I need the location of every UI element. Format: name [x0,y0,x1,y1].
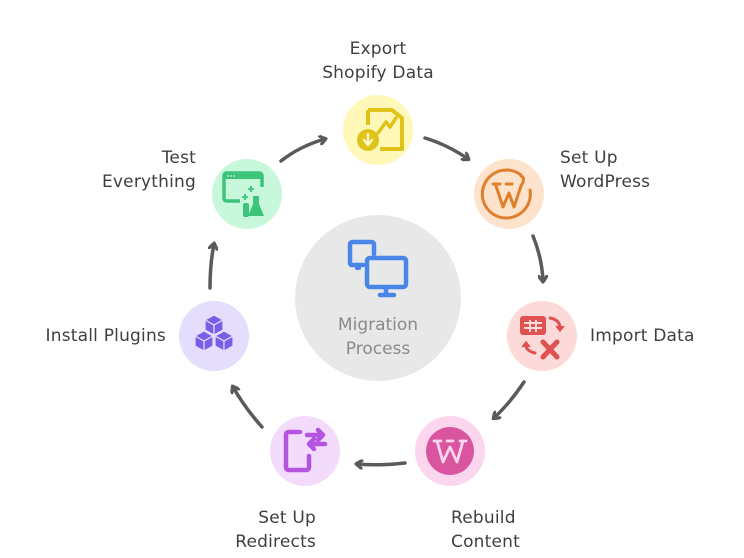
step-export-node [343,95,413,165]
center-node [295,215,461,381]
center-circle [295,215,461,381]
table-excel-import-icon [520,316,565,360]
phone-redirect-arrows-icon [283,427,328,473]
step-plugins-label: Install Plugins [20,324,166,348]
step-test-label: Test Everything [86,146,196,194]
step-redirects-node [270,416,340,486]
step-plugins-circle [179,301,249,371]
arrow-wordpress-to-import [531,234,543,281]
step-import-circle [507,301,577,371]
center-title-line1: Migration [337,315,419,335]
step-rebuild-label: Rebuild Content [451,506,520,554]
arrow-rebuild-to-redirects [357,463,407,465]
step-plugins-node [179,301,249,371]
step-redirects-circle [270,416,340,486]
step-redirects-label-line2: Redirects [235,532,316,552]
step-redirects-label: Set Up Redirects [220,506,316,554]
step-rebuild-inner-circle [426,427,474,475]
step-wordpress-label-line1: Set Up [560,148,618,168]
step-wordpress-label-line2: WordPress [560,172,651,192]
step-wordpress-label: Set Up WordPress [560,146,650,194]
step-export-label-line2: Shopify Data [322,63,434,83]
arrow-export-to-wordpress [423,136,468,159]
step-export-label-line1: Export [349,39,407,59]
step-test-label-line2: Everything [101,172,196,192]
browser-lab-test-icon [222,171,264,217]
step-import-label-line1: Import Data [590,326,695,346]
center-title-line2: Process [345,339,411,359]
wordpress-w-icon [432,439,468,464]
computers-sync-icon [347,239,409,298]
arrow-test-to-export [279,139,325,163]
step-import-label: Import Data [590,324,695,348]
arrow-plugins-to-test [210,244,214,290]
step-redirects-label-line1: Set Up [258,508,316,528]
step-rebuild-label-line2: Content [451,532,521,552]
step-test-label-line1: Test [161,148,196,168]
arrow-import-to-rebuild [494,380,526,418]
step-test-node [212,159,282,229]
step-plugins-label-line1: Install Plugins [45,326,166,346]
file-chart-download-icon [357,108,404,151]
step-import-node [507,301,577,371]
wordpress-logo-icon [480,168,532,220]
cycle-arrows [210,138,543,465]
small-screen-stand [355,266,361,270]
center-title: Migration Process [296,313,460,361]
step-export-label: Export Shopify Data [310,37,446,85]
cubes-icon [194,314,234,352]
arrow-redirects-to-plugins [233,387,264,429]
step-wordpress-node [474,159,544,229]
step-rebuild-node [415,416,485,486]
step-rebuild-label-line1: Rebuild [451,508,516,528]
